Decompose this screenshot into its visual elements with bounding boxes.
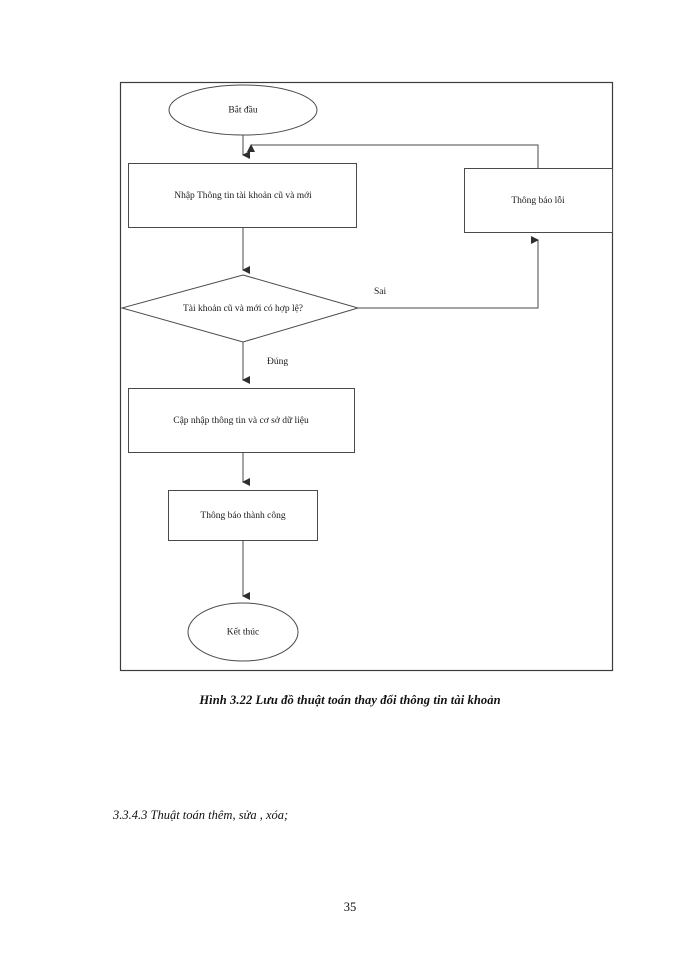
flowchart-figure: Bắt đầu Nhập Thông tin tài khoản cũ và m… (119, 81, 614, 672)
edge-error-loopback (247, 144, 539, 169)
node-start-label: Bắt đầu (228, 105, 258, 116)
node-end-shape (187, 602, 299, 662)
section-heading: 3.3.4.3 Thuật toán thêm, sửa , xóa; (113, 808, 289, 822)
node-error-shape (464, 168, 613, 233)
node-input-shape (128, 163, 357, 228)
flowchart-frame (119, 81, 614, 672)
figure-caption: Hình 3.22 Lưu đồ thuật toán thay đổi thô… (199, 693, 501, 707)
node-update-label: Cập nhập thông tin và cơ sở dữ liệu (173, 416, 309, 426)
node-update-shape (128, 388, 355, 453)
edge-label-true: Đúng (267, 357, 288, 367)
flowchart-svg: Bắt đầu Nhập Thông tin tài khoản cũ và m… (119, 81, 614, 672)
node-success-label: Thông báo thành công (200, 511, 285, 521)
edge-label-false: Sai (374, 287, 387, 297)
node-end-label: Kết thúc (227, 627, 259, 638)
node-input-label: Nhập Thông tin tài khoản cũ và mới (174, 191, 312, 201)
node-error-label: Thông báo lỗi (511, 195, 565, 206)
edge-decision-false-to-error (358, 236, 539, 309)
node-decision-label: Tài khoản cũ và mới có hợp lệ? (183, 304, 303, 314)
page-number: 35 (343, 900, 357, 914)
node-success-shape (168, 490, 318, 541)
